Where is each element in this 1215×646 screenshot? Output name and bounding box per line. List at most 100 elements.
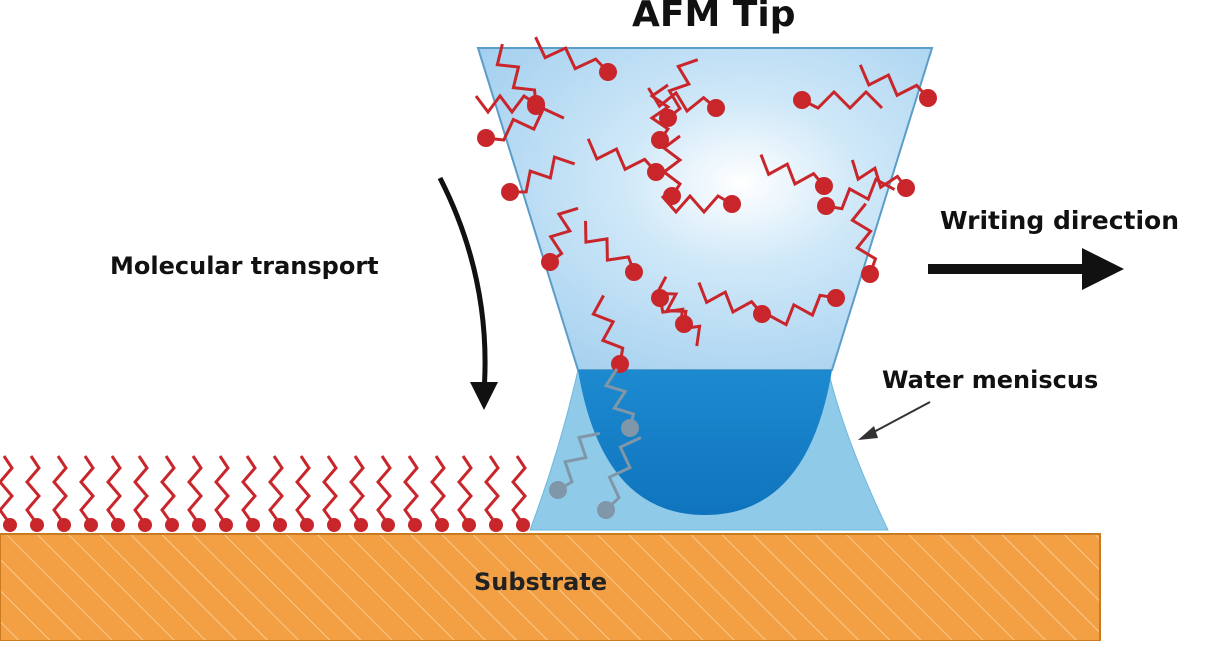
monolayer-molecule-chain: [295, 455, 311, 525]
tip-molecule-chain: [759, 153, 826, 187]
monolayer-molecule-head: [354, 518, 368, 532]
monolayer-molecule-chain: [25, 455, 41, 525]
water-meniscus-label: Water meniscus: [882, 366, 1099, 394]
tip-molecule-chain: [485, 106, 565, 142]
tip-molecule: [858, 64, 937, 107]
tip-molecule: [697, 281, 771, 323]
diffusing-molecule: [603, 368, 639, 437]
monolayer-molecule-head: [111, 518, 125, 532]
tip-molecule-chain: [654, 275, 688, 325]
tip-molecule-chain: [697, 281, 764, 315]
monolayer-molecule-head: [408, 518, 422, 532]
tip-molecule: [477, 106, 565, 147]
substrate-label: Substrate: [474, 568, 608, 596]
monolayer-molecule-chain: [133, 455, 149, 525]
monolayer-molecule: [322, 455, 341, 532]
monolayer-molecule-chain: [403, 455, 419, 525]
diffusing-molecule: [597, 436, 642, 519]
diffusing-molecule-head: [549, 481, 567, 499]
monolayer-molecule: [160, 455, 179, 532]
monolayer-molecule-chain: [430, 455, 446, 525]
tip-molecule-chain: [850, 202, 878, 275]
monolayer-molecule-chain: [52, 455, 68, 525]
tip-molecule: [541, 206, 579, 271]
monolayer-molecule-head: [165, 518, 179, 532]
monolayer-molecule-head: [462, 518, 476, 532]
monolayer-molecule: [52, 455, 71, 532]
water-core: [578, 370, 832, 515]
tip-molecule-chain: [825, 177, 896, 211]
tip-molecule-head: [675, 315, 693, 333]
deposited-monolayer: [0, 455, 530, 532]
tip-molecule-head: [611, 355, 629, 373]
monolayer-molecule-head: [435, 518, 449, 532]
monolayer-molecule: [133, 455, 152, 532]
monolayer-molecule-head: [30, 518, 44, 532]
tip-molecule-chain: [586, 138, 658, 174]
diffusing-molecule-chain: [603, 368, 636, 429]
monolayer-molecule: [241, 455, 260, 532]
writing-direction-arrow-shaft: [928, 264, 1088, 274]
monolayer-molecule-chain: [511, 455, 527, 525]
tip-molecule-head: [861, 265, 879, 283]
monolayer-molecule-head: [57, 518, 71, 532]
tip-molecule-head: [723, 195, 741, 213]
molecular-transport-arrowhead: [470, 382, 498, 410]
monolayer-molecule: [376, 455, 395, 532]
tip-molecule-head: [599, 63, 617, 81]
tip-molecule-head: [647, 163, 665, 181]
tip-molecule-head: [527, 95, 545, 113]
tip-molecule-chain: [858, 64, 930, 100]
diffusing-molecule-chain: [604, 436, 642, 512]
tip-molecule-chain: [766, 293, 837, 327]
tip-molecule: [817, 177, 896, 215]
diffusing-molecules: [549, 368, 642, 519]
tip-molecule-head: [501, 183, 519, 201]
tip-molecule-chain: [649, 83, 671, 141]
monolayer-molecule: [0, 455, 17, 532]
monolayer-molecule: [79, 455, 98, 532]
tip-molecule: [584, 220, 643, 281]
tip-molecule: [766, 289, 845, 327]
monolayer-molecule: [511, 455, 530, 532]
monolayer-molecule: [430, 455, 449, 532]
monolayer-molecule-chain: [241, 455, 257, 525]
meniscus-pointer-line: [869, 401, 931, 435]
monolayer-molecule-chain: [349, 455, 365, 525]
tip-molecule-head: [659, 109, 677, 127]
monolayer-molecule: [403, 455, 422, 532]
tip-molecule-head: [793, 91, 811, 109]
tip-molecule-chain: [660, 193, 733, 215]
tip-molecule-head: [817, 197, 835, 215]
monolayer-molecule-chain: [0, 455, 14, 525]
monolayer-molecule: [214, 455, 233, 532]
tip-molecule-head: [827, 289, 845, 307]
tip-molecule: [649, 83, 671, 149]
tip-molecule-chain: [647, 87, 717, 114]
monolayer-molecule-chain: [376, 455, 392, 525]
tip-molecule-chain: [534, 36, 610, 74]
meniscus-pointer-head: [858, 426, 878, 440]
monolayer-molecule: [295, 455, 314, 532]
diffusing-molecule-head: [621, 419, 639, 437]
tip-molecule-head: [651, 289, 669, 307]
tip-molecule-head: [625, 263, 643, 281]
monolayer-molecule-chain: [484, 455, 500, 525]
tip-molecule: [793, 89, 884, 111]
diffusing-molecule-head: [597, 501, 615, 519]
molecular-transport-label: Molecular transport: [110, 252, 379, 280]
monolayer-molecule-head: [300, 518, 314, 532]
tip-molecule-head: [753, 305, 771, 323]
diffusing-molecule-chain: [557, 431, 601, 492]
tip-molecule-chain: [667, 58, 699, 120]
tip-molecule-head: [651, 131, 669, 149]
tip-molecule-chain: [495, 43, 538, 107]
monolayer-molecule-head: [219, 518, 233, 532]
monolayer-molecule-head: [327, 518, 341, 532]
tip-molecule-head: [707, 99, 725, 117]
monolayer-molecule: [349, 455, 368, 532]
diffusing-molecule: [549, 431, 601, 499]
monolayer-molecule-head: [273, 518, 287, 532]
writing-direction-label: Writing direction: [940, 206, 1180, 235]
